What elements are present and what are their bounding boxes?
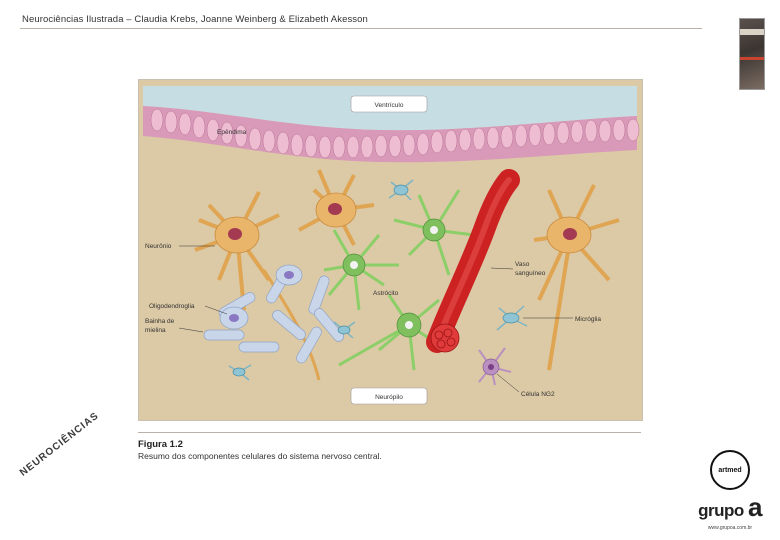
neuropil-label: Neurópilo	[375, 394, 403, 401]
microglia-label: Micróglia	[575, 316, 601, 323]
publisher-brand: grupo a	[690, 492, 770, 523]
neuron-label: Neurônio	[145, 243, 172, 250]
book-cover-icon	[739, 18, 765, 90]
publisher-brand-text: grupo	[698, 501, 744, 520]
blood-vessel-label-1: Vaso	[515, 261, 530, 268]
publisher-brand-letter: a	[748, 492, 762, 522]
artmed-seal-icon: artmed	[710, 450, 750, 490]
publisher-logo: artmed grupo a www.grupoa.com.br	[690, 450, 770, 531]
header-rule	[20, 28, 702, 29]
figure-illustration: Ventrículo Epêndima	[138, 79, 643, 421]
myelin-sheath-label-2: mielina	[145, 327, 166, 334]
publisher-site[interactable]: www.grupoa.com.br	[690, 525, 770, 531]
blood-vessel-label-2: sanguíneo	[515, 270, 546, 277]
blood-vessel-section	[431, 324, 459, 352]
ng2-label: Célula NG2	[521, 391, 555, 398]
oligodendrocyte-label: Oligodendroglia	[149, 303, 195, 310]
figure-caption: Resumo dos componentes celulares do sist…	[138, 451, 382, 461]
header-title: Neurociências Ilustrada – Claudia Krebs,…	[22, 14, 368, 25]
ependyma-label: Epêndima	[217, 129, 247, 136]
ventricle-label: Ventrículo	[375, 102, 404, 109]
caption-rule	[138, 432, 641, 433]
myelin-sheath-label-1: Bainha de	[145, 318, 175, 325]
figure-number: Figura 1.2	[138, 439, 183, 450]
watermark-text: NEUROCIÊNCIAS	[18, 410, 101, 478]
astrocyte-label: Astrócito	[373, 290, 399, 297]
